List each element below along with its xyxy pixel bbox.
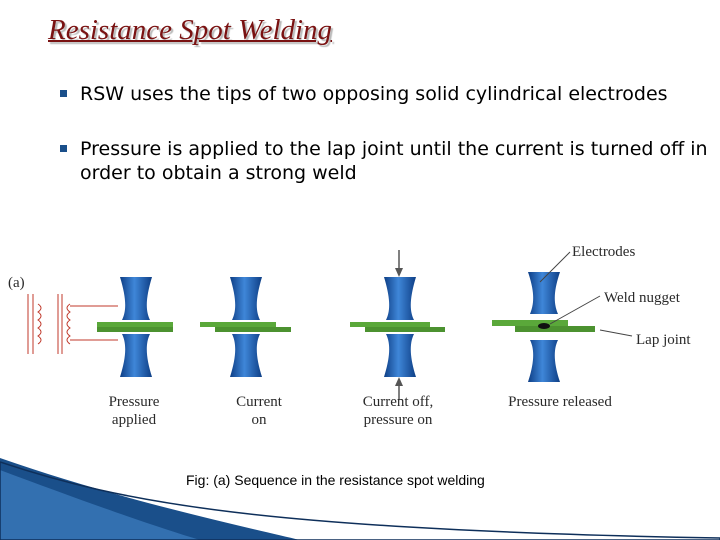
upper-sheet — [492, 320, 568, 326]
stage-label: Pressure — [109, 394, 160, 410]
pressure-arrow-down-icon — [395, 268, 403, 277]
figure-caption: Fig: (a) Sequence in the resistance spot… — [186, 472, 485, 488]
welding-sequence-figure: (a) — [8, 244, 691, 428]
lower-electrode — [528, 340, 560, 382]
stage-label: on — [252, 412, 268, 428]
bullet-text: Pressure is applied to the lap joint unt… — [80, 138, 708, 184]
stage-label: pressure on — [364, 412, 433, 428]
lower-electrode — [230, 334, 262, 377]
electrodes-callout: Electrodes — [572, 244, 635, 260]
stage-label: Current off, — [363, 394, 434, 410]
bullet-text: RSW uses the tips of two opposing solid … — [80, 83, 668, 105]
stage-2-diagram — [200, 277, 291, 377]
upper-electrode — [528, 272, 560, 314]
footer-swoosh — [0, 458, 720, 540]
lap-joint-callout: Lap joint — [636, 332, 691, 348]
callout-leaders — [539, 251, 633, 337]
upper-electrode — [384, 277, 416, 320]
stage-4-diagram — [492, 272, 595, 382]
power-source-icon — [27, 294, 118, 354]
bullet-icon — [60, 90, 67, 97]
panel-label: (a) — [8, 275, 25, 291]
upper-sheet — [200, 322, 276, 327]
lower-electrode — [120, 334, 152, 377]
upper-electrode — [120, 277, 152, 320]
upper-electrode — [230, 277, 262, 320]
bullet-icon — [60, 145, 67, 152]
slide-title: Resistance Spot Welding — [48, 14, 333, 46]
pressure-arrow-up-icon — [395, 377, 403, 386]
stage-label: Pressure released — [508, 394, 612, 410]
weld-nugget-callout: Weld nugget — [604, 290, 681, 306]
upper-sheet — [350, 322, 430, 327]
weld-nugget — [538, 323, 550, 329]
stage-label: Current — [236, 394, 283, 410]
stage-label: applied — [112, 412, 157, 428]
stage-3-diagram — [350, 250, 445, 400]
lower-sheet — [215, 327, 291, 332]
lower-electrode — [384, 334, 416, 377]
lower-sheet — [515, 326, 595, 332]
lower-sheet — [365, 327, 445, 332]
stage-1-diagram — [97, 277, 173, 377]
lower-sheet — [97, 327, 173, 332]
upper-sheet — [97, 322, 173, 327]
